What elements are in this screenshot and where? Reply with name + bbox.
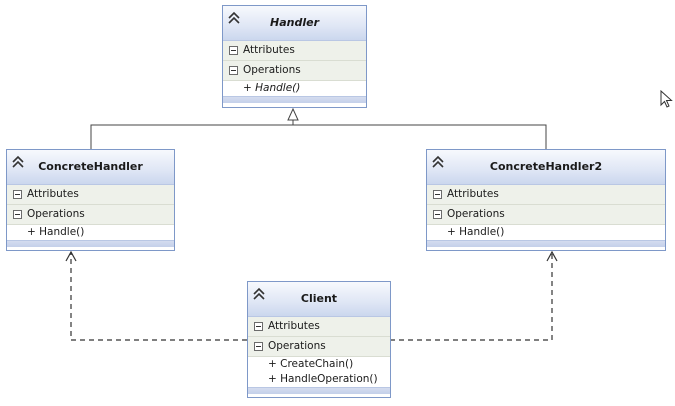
operations-section[interactable]: Operations xyxy=(223,61,366,81)
attributes-section[interactable]: Attributes xyxy=(223,41,366,61)
operations-section[interactable]: Operations xyxy=(427,205,665,225)
operation-item[interactable]: + Handle() xyxy=(223,81,366,96)
mouse-cursor-icon xyxy=(660,90,673,108)
minus-box-icon[interactable] xyxy=(433,210,442,219)
collapse-chevron-icon[interactable] xyxy=(227,11,241,25)
minus-box-icon[interactable] xyxy=(13,210,22,219)
minus-box-icon[interactable] xyxy=(254,322,263,331)
operation-item[interactable]: + Handle() xyxy=(427,225,665,240)
operations-label: Operations xyxy=(243,64,301,76)
inheritance-arrowhead xyxy=(287,107,299,121)
dependency-client-to-concrete1 xyxy=(70,252,247,341)
attributes-label: Attributes xyxy=(268,320,320,332)
operations-label: Operations xyxy=(27,208,85,220)
attributes-label: Attributes xyxy=(447,188,499,200)
class-header: Client xyxy=(248,282,390,317)
operations-section[interactable]: Operations xyxy=(248,337,390,357)
operations-section[interactable]: Operations xyxy=(7,205,174,225)
operation-item[interactable]: + HandleOperation() xyxy=(248,372,390,387)
minus-box-icon[interactable] xyxy=(433,190,442,199)
dependency-arrowhead-concrete2 xyxy=(546,250,558,262)
class-client[interactable]: Client Attributes Operations + CreateCha… xyxy=(247,281,391,398)
minus-box-icon[interactable] xyxy=(13,190,22,199)
class-concrete-handler[interactable]: ConcreteHandler Attributes Operations + … xyxy=(6,149,175,251)
operation-item[interactable]: + CreateChain() xyxy=(248,357,390,372)
class-footer xyxy=(427,240,665,247)
class-handler[interactable]: Handler Attributes Operations + Handle() xyxy=(222,5,367,108)
class-header: ConcreteHandler xyxy=(7,150,174,185)
minus-box-icon[interactable] xyxy=(254,342,263,351)
class-footer xyxy=(248,387,390,394)
class-footer xyxy=(223,96,366,103)
collapse-chevron-icon[interactable] xyxy=(431,155,445,169)
dependency-arrowhead-concrete1 xyxy=(65,250,77,262)
class-concrete-handler2[interactable]: ConcreteHandler2 Attributes Operations +… xyxy=(426,149,666,251)
attributes-label: Attributes xyxy=(27,188,79,200)
class-name: ConcreteHandler2 xyxy=(489,160,603,173)
operations-label: Operations xyxy=(268,340,326,352)
class-footer xyxy=(7,240,174,247)
class-header: Handler xyxy=(223,6,366,41)
attributes-label: Attributes xyxy=(243,44,295,56)
inheritance-connector-concrete2 xyxy=(293,124,547,150)
inheritance-connector-concrete1 xyxy=(90,124,293,150)
minus-box-icon[interactable] xyxy=(229,66,238,75)
operations-label: Operations xyxy=(447,208,505,220)
attributes-section[interactable]: Attributes xyxy=(248,317,390,337)
class-name: ConcreteHandler xyxy=(38,160,143,173)
attributes-section[interactable]: Attributes xyxy=(427,185,665,205)
collapse-chevron-icon[interactable] xyxy=(252,287,266,301)
operation-item[interactable]: + Handle() xyxy=(7,225,174,240)
class-header: ConcreteHandler2 xyxy=(427,150,665,185)
dependency-client-to-concrete2 xyxy=(390,252,553,341)
collapse-chevron-icon[interactable] xyxy=(11,155,25,169)
class-name: Client xyxy=(300,292,338,305)
minus-box-icon[interactable] xyxy=(229,46,238,55)
class-name: Handler xyxy=(270,16,319,29)
attributes-section[interactable]: Attributes xyxy=(7,185,174,205)
